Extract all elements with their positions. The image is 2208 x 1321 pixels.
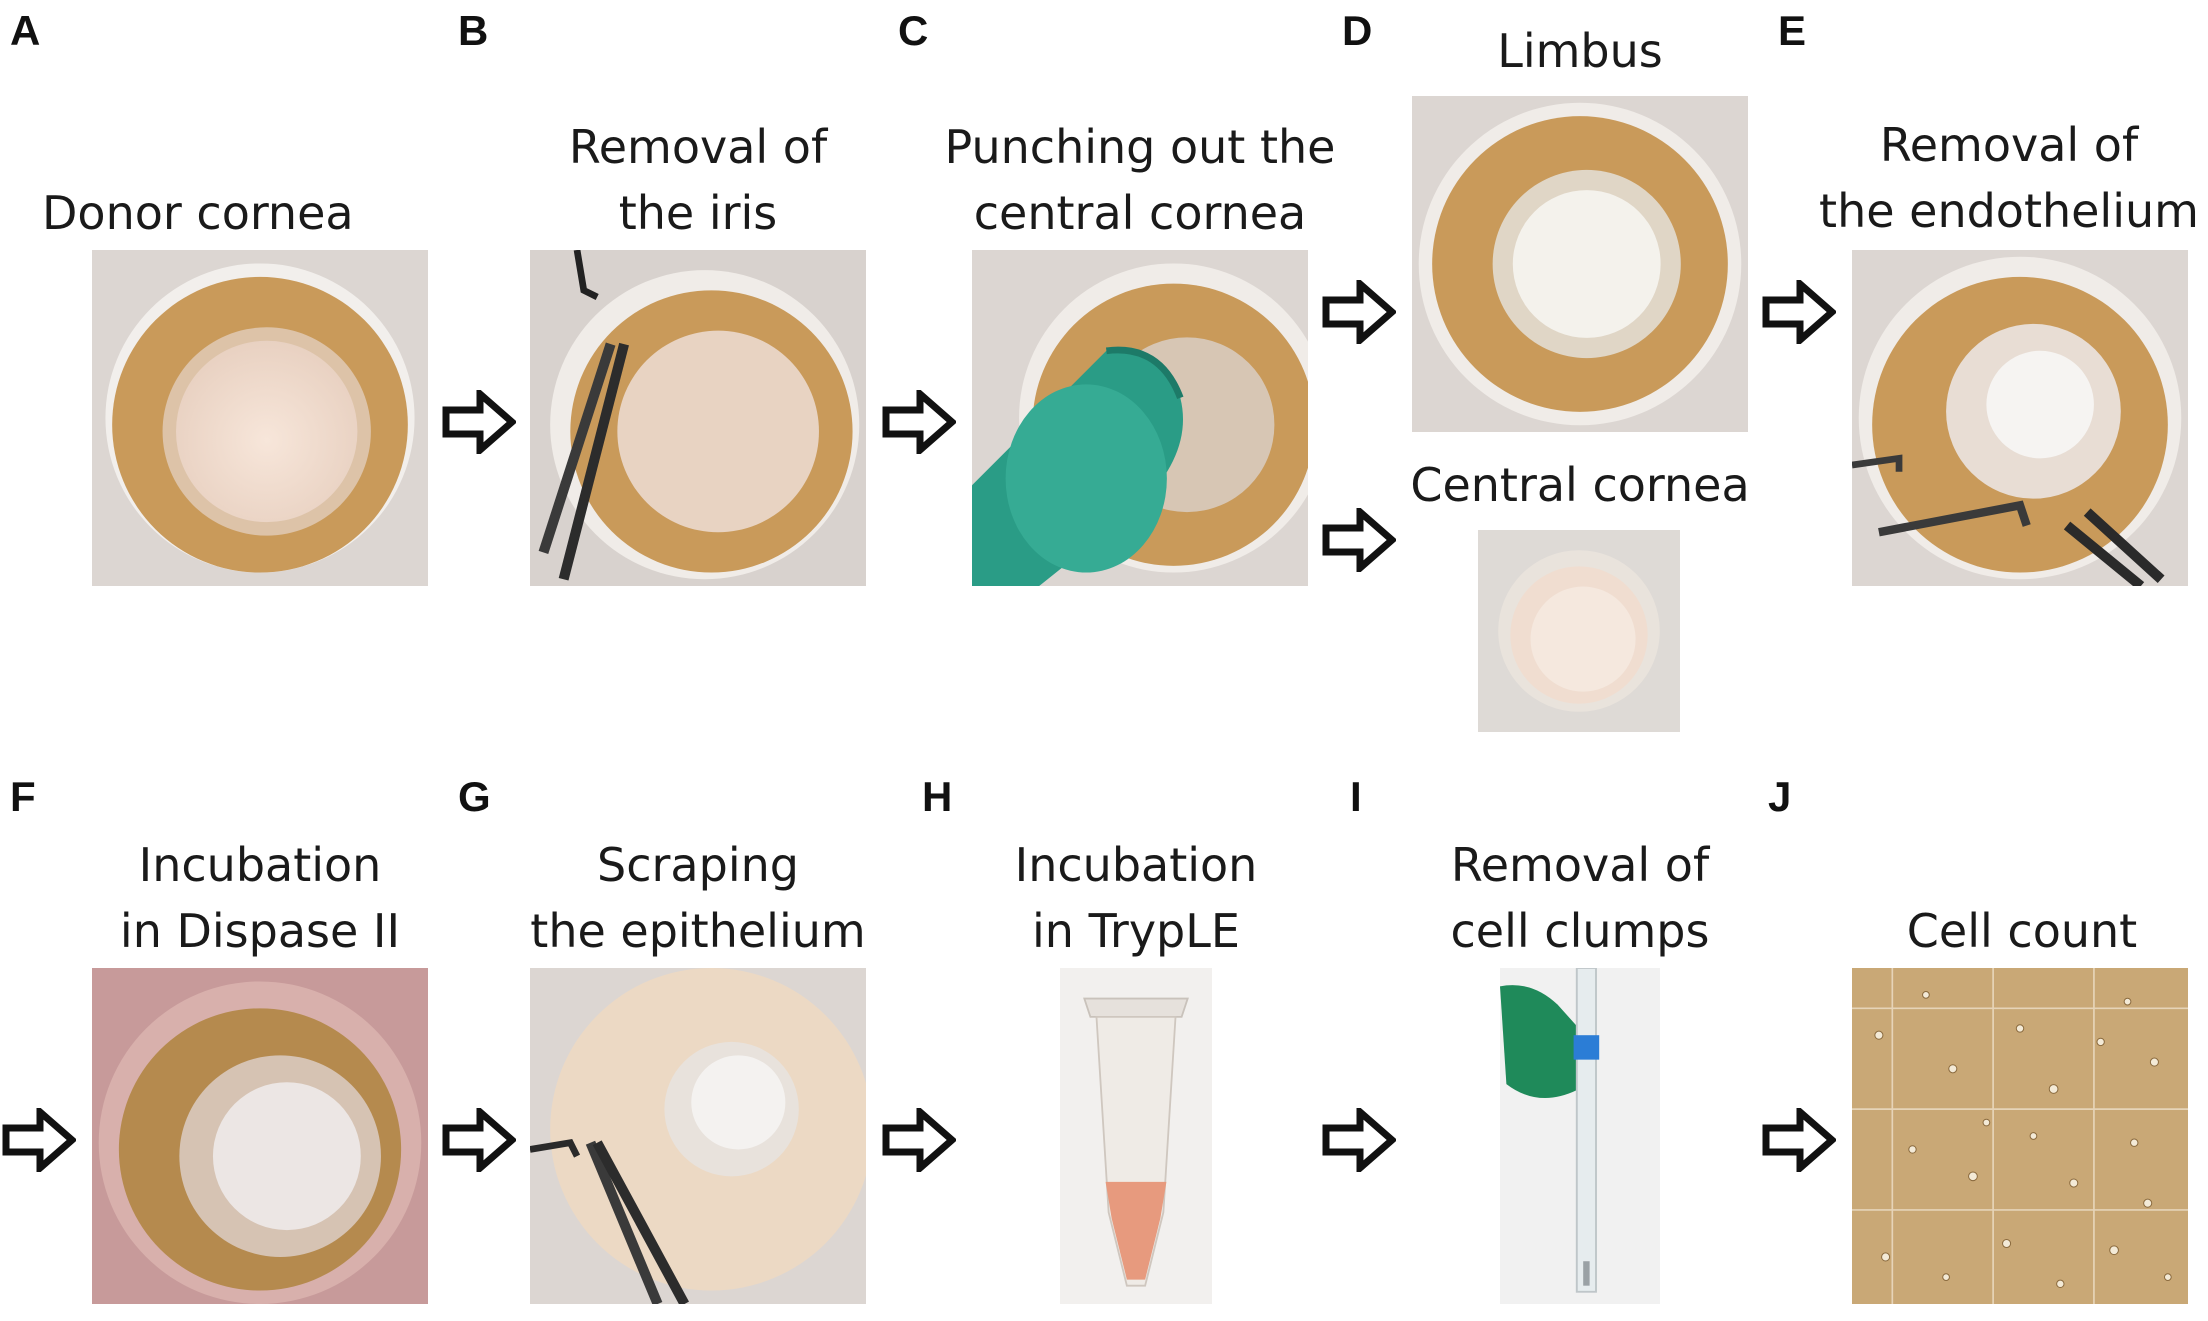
arrow-c-to-d-central	[1322, 508, 1396, 572]
punch-central-cornea-photo	[972, 250, 1308, 586]
central-cornea-photo	[1478, 530, 1680, 732]
panel-c-caption-line-2: central cornea	[973, 186, 1307, 240]
panel-letter-d: D	[1342, 7, 1373, 54]
panel-j-caption-line-1: Cell count	[1906, 904, 2138, 958]
panel-e-caption: Removal of the endothelium	[1814, 112, 2204, 244]
panel-letter-e: E	[1778, 7, 1807, 54]
panel-j-caption: Cell count	[1852, 898, 2192, 964]
panel-b-caption: Removal of the iris	[528, 114, 868, 246]
panel-e-caption-line-1: Removal of	[1879, 118, 2139, 172]
panel-g-caption-line-1: Scraping	[597, 838, 799, 892]
panel-a-caption-line-1: Donor cornea	[42, 186, 354, 240]
panel-letter-g: G	[458, 773, 491, 820]
panel-g-caption: Scraping the epithelium	[518, 832, 878, 964]
cell-clump-removal-photo	[1500, 968, 1660, 1304]
panel-h-caption-line-2: in TrypLE	[1032, 904, 1240, 958]
endothelium-removal-photo	[1852, 250, 2188, 586]
arrow-d-to-e	[1762, 280, 1836, 344]
iris-removal-photo	[530, 250, 866, 586]
panel-letter-h: H	[922, 773, 953, 820]
panel-i-caption: Removal of cell clumps	[1420, 832, 1740, 964]
panel-f-caption-line-2: in Dispase II	[119, 904, 401, 958]
arrow-i-to-j	[1762, 1108, 1836, 1172]
panel-letter-b: B	[458, 7, 489, 54]
cell-count-micrograph	[1852, 968, 2188, 1304]
panel-d-limbus-caption: Limbus	[1497, 24, 1663, 78]
dispase-incubation-photo	[92, 968, 428, 1304]
panel-letter-j: J	[1768, 773, 1792, 820]
arrow-f-to-g	[442, 1108, 516, 1172]
panel-letter-i: I	[1350, 773, 1362, 820]
panel-f-caption: Incubation in Dispase II	[92, 832, 428, 964]
limbus-photo	[1412, 96, 1748, 432]
panel-d-central-caption: Central cornea	[1410, 458, 1750, 512]
panel-h-caption: Incubation in TrypLE	[976, 832, 1296, 964]
panel-i-caption-line-1: Removal of	[1450, 838, 1710, 892]
panel-c-caption: Punching out the central cornea	[920, 114, 1360, 246]
panel-h-caption-line-1: Incubation	[1014, 838, 1258, 892]
arrow-a-to-b	[442, 390, 516, 454]
arrow-c-to-d-limbus	[1322, 280, 1396, 344]
panel-f-caption-line-1: Incubation	[138, 838, 382, 892]
epithelium-scraping-photo	[530, 968, 866, 1304]
panel-c-caption-line-1: Punching out the	[944, 120, 1336, 174]
panel-b-caption-line-1: Removal of	[568, 120, 828, 174]
panel-g-caption-line-2: the epithelium	[530, 904, 866, 958]
arrow-e-to-f	[2, 1108, 76, 1172]
tryple-tube-photo	[1060, 968, 1212, 1304]
panel-i-caption-line-2: cell clumps	[1450, 904, 1710, 958]
panel-a-caption: Donor cornea	[42, 180, 354, 246]
panel-letter-a: A	[10, 7, 41, 54]
arrow-g-to-h	[882, 1108, 956, 1172]
arrow-h-to-i	[1322, 1108, 1396, 1172]
panel-b-caption-line-2: the iris	[618, 186, 778, 240]
panel-e-caption-line-2: the endothelium	[1819, 184, 2199, 238]
panel-letter-c: C	[898, 7, 929, 54]
donor-cornea-photo	[92, 250, 428, 586]
panel-letter-f: F	[10, 773, 36, 820]
arrow-b-to-c	[882, 390, 956, 454]
